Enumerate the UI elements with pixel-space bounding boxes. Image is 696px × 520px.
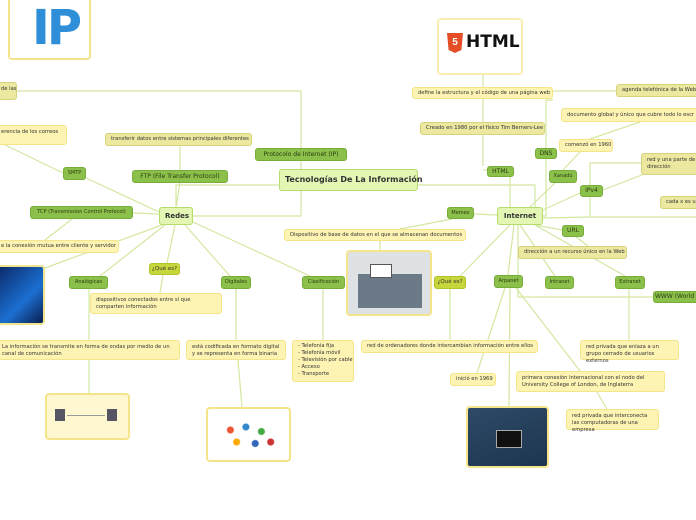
html-node[interactable]: HTML <box>487 166 514 177</box>
iot-devices-image <box>466 406 549 468</box>
ftp-description[interactable]: transferir datos entre sistemas principa… <box>105 133 252 146</box>
arpanet-first-connection[interactable]: primera conexión internacional con el no… <box>516 371 665 392</box>
list-item: - Telefonía móvil <box>298 350 341 356</box>
internet-node[interactable]: Internet <box>497 207 543 225</box>
ip-node[interactable]: Protocolo de Internet (IP) <box>255 148 347 161</box>
list-item: - Telefonía fija <box>298 343 335 349</box>
ipv4-description-2[interactable]: cada x es un <box>660 196 696 209</box>
clasificacion-node[interactable]: Clasificación <box>302 276 345 289</box>
ip-logo-image: IP <box>8 0 91 60</box>
clasificacion-list[interactable]: - Telefonía fija - Telefonía móvil - Tel… <box>292 340 354 382</box>
digitales-node[interactable]: Digitales <box>221 276 251 289</box>
analogicas-description[interactable]: La información se transmite en forma de … <box>0 340 180 360</box>
memex-description[interactable]: Dispositivo de base de datos en el que s… <box>284 229 466 241</box>
ip-description[interactable]: de las <box>0 82 17 100</box>
memex-desk-image <box>346 250 432 316</box>
dns-description[interactable]: agenda telefónica de la Web <box>616 84 696 97</box>
url-node[interactable]: URL <box>562 225 584 237</box>
arpanet-start[interactable]: inició en 1969 <box>450 373 496 386</box>
redes-que-es-description[interactable]: dispositivos conectados entre sí que com… <box>90 293 222 314</box>
xanadu-description[interactable]: documento global y único que cubre todo … <box>561 108 696 122</box>
smtp-node[interactable]: SMTP <box>63 167 86 180</box>
xanadu-started[interactable]: comenzó en 1960 <box>559 139 613 152</box>
tcp-description[interactable]: e la conexión mutua entre cliente y serv… <box>0 240 119 253</box>
xanadu-node[interactable]: Xanadú <box>549 170 577 183</box>
ipv4-node[interactable]: IPv4 <box>580 185 603 197</box>
internet-que-es-node[interactable]: ¿Qué es? <box>434 276 466 289</box>
redes-node[interactable]: Redes <box>159 207 193 225</box>
central-topic[interactable]: Tecnologías De La Información <box>279 169 423 191</box>
dns-node[interactable]: DNS <box>535 148 557 159</box>
network-technology-image <box>0 265 45 325</box>
list-item: - Acceso <box>298 364 320 370</box>
tcp-node[interactable]: TCP (Transmission Control Protocol) <box>30 206 133 219</box>
html-description[interactable]: define la estructura y el código de una … <box>412 87 553 99</box>
ip-logo-text: IP <box>32 0 82 56</box>
extranet-node[interactable]: Extranet <box>615 276 645 289</box>
html5-shield-icon: 5 <box>447 33 463 53</box>
digitales-description[interactable]: está codificada en formato digital y se … <box>186 340 286 360</box>
intranet-description[interactable]: red privada que interconecta las computa… <box>566 409 659 433</box>
smtp-description[interactable]: erencia de los correos <box>0 125 67 145</box>
list-item: - Transporte <box>298 371 330 377</box>
arpanet-node[interactable]: Arpanet <box>494 275 523 288</box>
html-logo-text: HTML <box>466 32 520 52</box>
internet-que-es-description[interactable]: red de ordenadores donde intercambian in… <box>361 340 538 353</box>
html-created[interactable]: Creado en 1980 por el físico Tim Berners… <box>420 122 545 135</box>
html5-logo-image: 5 HTML <box>437 18 523 75</box>
extranet-description[interactable]: red privada que enlaza a un grupo cerrad… <box>580 340 679 364</box>
list-item: - Televisión por cable <box>298 357 353 363</box>
intranet-node[interactable]: Intranet <box>545 276 574 289</box>
redes-que-es-node[interactable]: ¿Qué es? <box>149 263 180 275</box>
memex-node[interactable]: Memex <box>447 207 474 219</box>
ipv4-description[interactable]: red y una parte de dirección <box>641 153 696 175</box>
url-description[interactable]: dirección a un recurso único en la Web <box>518 246 627 259</box>
www-node[interactable]: WWW (World <box>653 291 696 303</box>
social-media-icons-image <box>206 407 291 462</box>
analogicas-node[interactable]: Analógicas <box>69 276 108 289</box>
ftp-node[interactable]: FTP (File Transfer Protocol) <box>132 170 228 183</box>
analog-diagram-image <box>45 393 130 440</box>
